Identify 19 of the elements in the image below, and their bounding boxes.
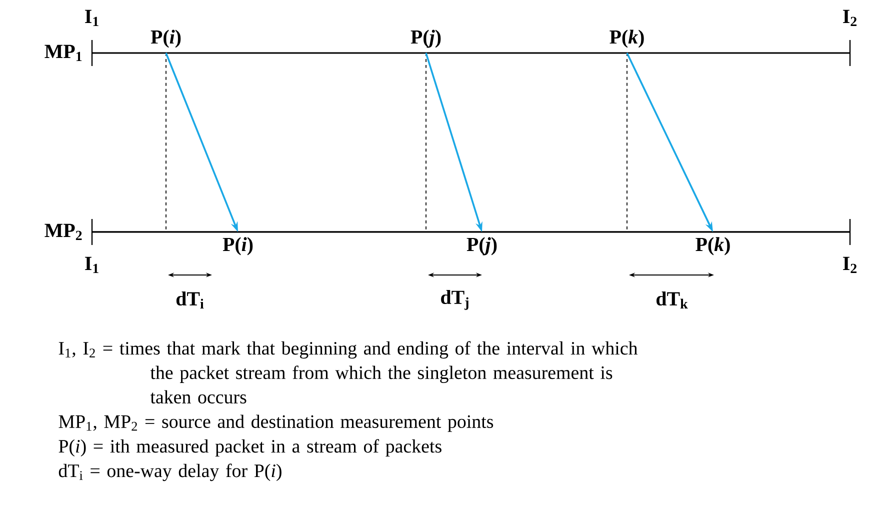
packet-label: P(i) [222,237,253,256]
packet-label: P(j) [466,237,497,256]
interval-label: I$_{2}$ [843,256,857,274]
packet-label: P(i) [150,30,181,48]
delay-label: dT$_{j}$ [441,290,468,310]
interval-label: I$_{1}$ [85,10,98,26]
delay-label: dT$_{k}$ [656,292,688,308]
definition-text: dT$_{i}$ = one-way delay for P(i) [58,464,282,482]
definition-text: I$_{1}$, I$_{2}$ = times that mark that beginning and ending of the interval in which the packet stream from which the singleton measurement is taken occurs [58,341,638,404]
interval-label: I$_{2}$ [843,10,857,26]
definition-text: P(i) = ith measured packet in a stream of packets [58,439,442,457]
definition-text: MP$_{1}$, MP$_{2}$ = source and destination measurement points [58,414,494,432]
delay-label: dT$_{i}$ [176,292,204,308]
packet-label: P(j) [410,30,441,48]
point-label: MP$_{1}$ [44,44,82,62]
point-label: MP$_{2}$ [44,224,82,240]
packet-label: P(k) [610,30,644,48]
packet-label: P(k) [696,237,730,256]
interval-label: I$_{1}$ [85,256,98,274]
